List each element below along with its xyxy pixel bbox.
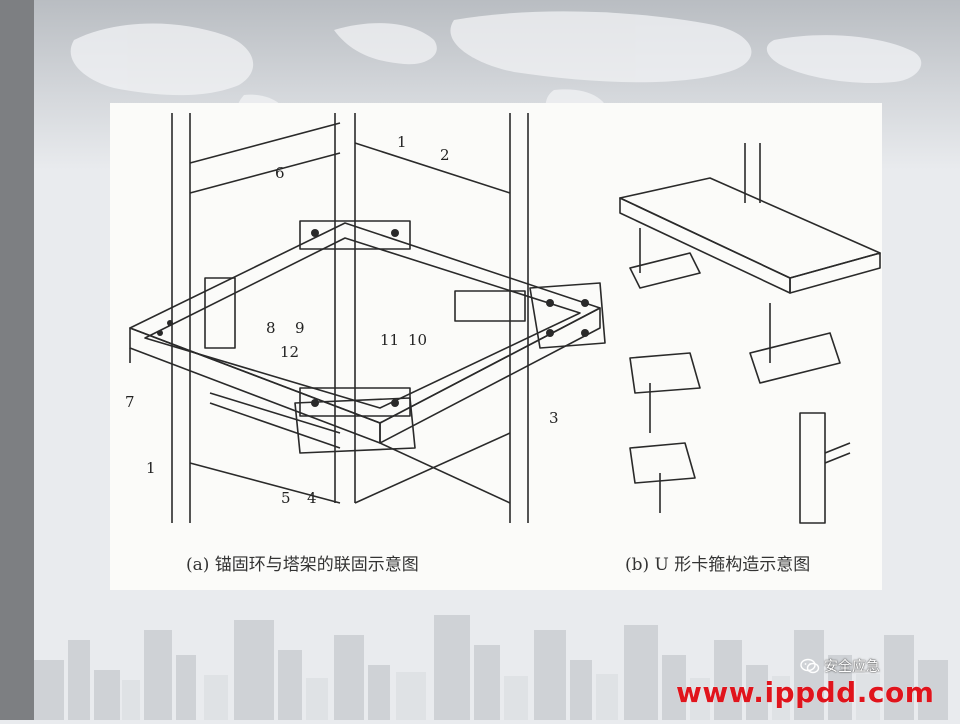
figure-caption-a: (a) 锚固环与塔架的联固示意图 (186, 555, 419, 575)
callout-label: 11 (380, 331, 400, 349)
wechat-watermark: 安全应急 (800, 656, 880, 676)
figure-caption-b: (b) U 形卡箍构造示意图 (625, 555, 811, 575)
city-skyline-background (34, 600, 960, 720)
callout-label: 9 (295, 319, 305, 337)
technical-line-drawing (129, 113, 881, 524)
callout-label: 6 (275, 164, 285, 182)
watermark-account-name: 安全应急 (824, 659, 880, 675)
callout-label: 3 (549, 409, 559, 427)
callout-label: 5 (281, 489, 291, 507)
callout-label: 1 (146, 459, 156, 477)
site-url-watermark: www.ippdd.com (676, 676, 935, 709)
callout-label: 12 (280, 343, 300, 361)
callout-label: 8 (266, 319, 276, 337)
callout-label: 10 (408, 331, 428, 349)
callout-label: 4 (307, 489, 317, 507)
left-sidebar-bar (0, 0, 34, 720)
wechat-icon (800, 658, 820, 674)
callout-label: 7 (125, 393, 135, 411)
callout-label: 1 (397, 133, 407, 151)
callout-label: 2 (440, 146, 450, 164)
figure-panel: 1 2 6 8 9 12 11 10 7 3 1 5 4 (a) 锚固环与塔架的… (110, 103, 882, 590)
